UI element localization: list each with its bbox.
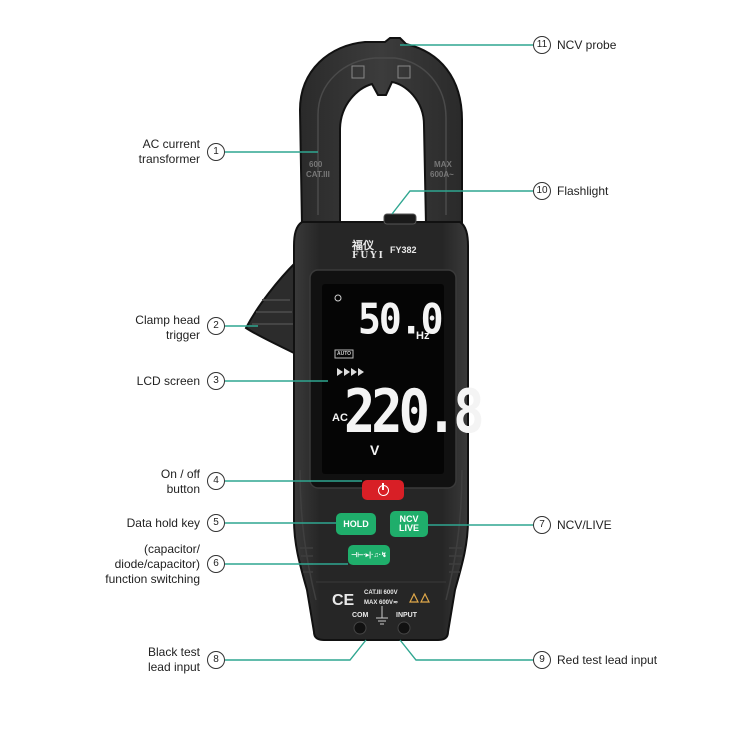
callout-5-line1: Data hold key bbox=[126, 516, 200, 530]
com-label: COM bbox=[352, 612, 369, 619]
cat-rating-line1: CAT.III 600V bbox=[364, 590, 398, 596]
input-jack bbox=[397, 621, 411, 635]
callout-3-number: 3 bbox=[207, 372, 225, 390]
lcd-ac-label: AC bbox=[332, 412, 348, 424]
hold-button-label: HOLD bbox=[343, 518, 369, 529]
live-label: LIVE bbox=[398, 523, 419, 533]
callout-1-line1: AC current bbox=[142, 137, 200, 151]
callout-2-number: 2 bbox=[207, 317, 225, 335]
jaw-outer bbox=[298, 37, 463, 226]
input-label: INPUT bbox=[396, 612, 417, 619]
callout-10-number: 10 bbox=[533, 182, 551, 200]
callout-6-line2: diode/capacitor) bbox=[114, 557, 200, 571]
callout-3-line1: LCD screen bbox=[136, 374, 200, 388]
jaw-right-marking-line1: MAX bbox=[434, 160, 452, 169]
com-jack bbox=[353, 621, 367, 635]
warning-triangle-icon-2 bbox=[420, 592, 430, 603]
jaw-top-mark-left bbox=[351, 65, 365, 79]
callout-11-label: NCV probe bbox=[557, 38, 616, 53]
ncv-live-button[interactable]: NCV LIVE bbox=[390, 511, 428, 537]
callout-6-number: 6 bbox=[207, 555, 225, 573]
lcd-main-unit: V bbox=[370, 442, 380, 458]
jaw-left-marking-line1: 600 bbox=[309, 160, 323, 169]
callout-2-line1: Clamp head bbox=[135, 313, 200, 327]
leader-line-10 bbox=[391, 190, 533, 215]
callout-9-number: 9 bbox=[533, 651, 551, 669]
leader-line-9 bbox=[399, 639, 533, 661]
callout-9-line1: Red test lead input bbox=[557, 653, 658, 667]
callout-8-line2: lead input bbox=[147, 660, 200, 674]
leader-line-8 bbox=[225, 639, 367, 661]
callout-4-line2: button bbox=[166, 482, 200, 496]
callout-11-number: 11 bbox=[533, 36, 551, 54]
callout-7-label: NCV/LIVE bbox=[557, 518, 612, 533]
callout-10-label: Flashlight bbox=[557, 184, 608, 199]
lcd-main-value: 220.8 bbox=[344, 378, 485, 447]
function-button-label: ⊣⊢·▸|·♫·↯ bbox=[351, 551, 387, 559]
callout-8-number: 8 bbox=[207, 651, 225, 669]
ncv-label: NCV bbox=[399, 514, 419, 524]
model-label: FY382 bbox=[390, 245, 417, 255]
function-switch-button[interactable]: ⊣⊢·▸|·♫·↯ bbox=[348, 545, 390, 565]
callout-4-number: 4 bbox=[207, 472, 225, 490]
clamp-jaws bbox=[298, 37, 463, 226]
callout-7-line1: NCV/LIVE bbox=[557, 518, 612, 532]
clamp-trigger bbox=[244, 259, 300, 357]
callout-4-line1: On / off bbox=[160, 467, 200, 481]
cat-rating-line2: MAX 600V≂ bbox=[364, 600, 399, 606]
callout-6-line3: function switching bbox=[105, 572, 200, 586]
callout-5-number: 5 bbox=[207, 514, 225, 532]
callout-1-line2: transformer bbox=[138, 152, 200, 166]
jaw-inner-rim bbox=[317, 57, 447, 215]
leader-lines bbox=[225, 44, 533, 661]
power-button[interactable] bbox=[362, 480, 404, 500]
callout-11-line1: NCV probe bbox=[557, 38, 617, 52]
callout-10-line1: Flashlight bbox=[557, 184, 609, 198]
jaw-top-mark-right bbox=[397, 65, 411, 79]
brand-logo: FUYI bbox=[352, 251, 385, 261]
warning-triangle-icon bbox=[409, 592, 419, 603]
callout-4-label: On / off button bbox=[161, 467, 200, 497]
brand-cn-logo: 福仪 bbox=[352, 239, 374, 252]
jaw-left-marking-line2: CAT.III bbox=[306, 170, 330, 179]
lcd-screen bbox=[322, 284, 444, 474]
power-icon bbox=[377, 482, 389, 496]
callout-6-label: (capacitor/ diode/capacitor) function sw… bbox=[105, 542, 200, 587]
callout-5-label: Data hold key bbox=[127, 516, 200, 531]
lcd-frequency-value: 50.0 bbox=[358, 294, 444, 344]
callout-7-number: 7 bbox=[533, 516, 551, 534]
callout-1-label: AC current transformer bbox=[139, 137, 200, 167]
callout-8-label: Black test lead input bbox=[148, 645, 200, 675]
callout-8-line1: Black test bbox=[147, 645, 200, 659]
lcd-auto-label: AUTO bbox=[337, 351, 352, 357]
callout-2-label: Clamp head trigger bbox=[135, 313, 200, 343]
callout-6-line1: (capacitor/ bbox=[143, 542, 200, 556]
flashlight-window bbox=[383, 213, 417, 225]
ce-mark: CE bbox=[332, 592, 355, 609]
jaw-right-marking-line2: 600A~ bbox=[430, 170, 454, 179]
callout-3-label: LCD screen bbox=[137, 374, 200, 389]
callout-1-number: 1 bbox=[207, 143, 225, 161]
callout-9-label: Red test lead input bbox=[557, 653, 657, 668]
lcd-frequency-unit: Hz bbox=[416, 330, 430, 342]
hold-button[interactable]: HOLD bbox=[336, 513, 376, 535]
callout-2-line2: trigger bbox=[165, 328, 200, 342]
